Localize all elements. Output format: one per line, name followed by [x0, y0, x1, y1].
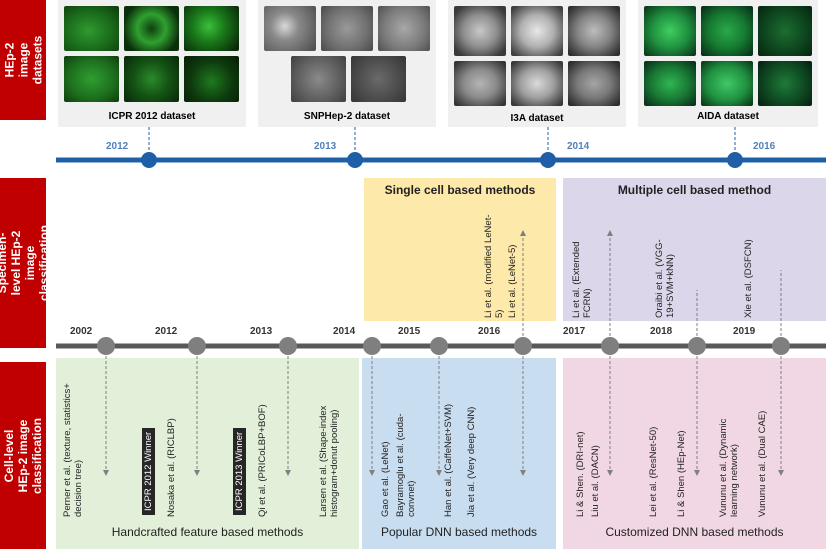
cell-image [291, 56, 346, 102]
mid-year-label: 2002 [70, 326, 93, 337]
cell-method-label: Gao et al. (LeNet) [380, 441, 391, 517]
mid-year-label: 2012 [155, 326, 178, 337]
cell-method-label: Qi et al. (PRICoLBP+BOF) [257, 404, 268, 517]
specimen-method-label: Xie et al. (DSFCN) [743, 239, 754, 318]
cell-image [264, 6, 316, 51]
mid-year-label: 2013 [250, 326, 273, 337]
popular-dnn-region: Popular DNN based methods [362, 358, 556, 549]
cell-method-label: Han et al. (CaffeNet+SVM) [443, 403, 454, 517]
cell-image [568, 6, 620, 56]
popular-dnn-title: Popular DNN based methods [380, 525, 538, 539]
top-timeline-node [540, 152, 556, 168]
cell-image [378, 6, 430, 51]
cell-image [184, 6, 239, 51]
top-year-label: 2013 [314, 141, 337, 152]
mid-year-label: 2018 [650, 326, 673, 337]
cell-image [454, 6, 506, 56]
customized-dnn-title: Customized DNN based methods [605, 525, 784, 539]
specimen-method-label: Li et al. (modified LeNet-5) [483, 214, 505, 319]
top-timeline-node [347, 152, 363, 168]
customized-dnn-region: Customized DNN based methods [563, 358, 826, 549]
specimen-method-label: Li et al. (Extended FCRN) [571, 241, 593, 318]
cell-method-label: Lei et al. (ResNet-50) [648, 426, 659, 517]
cell-image [64, 6, 119, 51]
dataset-label: SNPHep-2 dataset [303, 111, 391, 122]
cell-image [124, 56, 179, 102]
aida-dataset-box: AIDA dataset [638, 0, 818, 127]
multiple-cell-title: Multiple cell based method [617, 183, 772, 197]
cell-method-label: Perner et al. (texture, statistics+ deci… [62, 383, 84, 517]
dataset-label: AIDA dataset [697, 111, 759, 122]
mid-timeline-nodes [97, 337, 790, 355]
cell-method-label: Jia et al. (Very deep CNN) [466, 406, 477, 517]
cell-image [454, 61, 506, 106]
cell-image [644, 61, 696, 106]
cell-method-label: Vununu et al. (Dynamic learning network) [718, 418, 740, 517]
icpr2012-dataset-box: ICPR 2012 dataset [58, 0, 246, 127]
dataset-label: I3A dataset [510, 113, 564, 124]
specimen-method-label: Li et al. (LeNet-5) [507, 244, 518, 318]
cell-image [351, 56, 406, 102]
top-year-label: 2016 [753, 141, 776, 152]
cell-image [568, 61, 620, 106]
cell-image [701, 61, 753, 106]
multiple-cell-region: Multiple cell based method [563, 178, 826, 321]
cell-image [321, 6, 373, 51]
cell-image [124, 6, 179, 51]
cell-method-label: Larsen et al. (Shape-index histogram+don… [318, 405, 340, 517]
cell-image [701, 6, 753, 56]
cell-method-label: Nosaka et al. (RICLBP) [166, 418, 177, 517]
top-year-label: 2012 [106, 141, 129, 152]
cell-method-label: Li & Shen (HEp-Net) [676, 430, 687, 517]
cell-image [511, 61, 563, 106]
mid-year-label: 2016 [478, 326, 501, 337]
i3a-dataset-box: I3A dataset [448, 0, 626, 127]
icpr2013-winner-badge: ICPR 2013 Winner [233, 427, 246, 515]
dataset-label: ICPR 2012 dataset [108, 111, 196, 122]
top-year-label: 2014 [567, 141, 590, 152]
cell-image [64, 56, 119, 102]
mid-year-label: 2015 [398, 326, 421, 337]
handcrafted-title: Handcrafted feature based methods [111, 525, 304, 539]
cell-image [758, 61, 812, 106]
cell-method-label: Li & Shen. (DRI-net) [575, 431, 586, 517]
top-timeline-node [141, 152, 157, 168]
mid-year-label: 2017 [563, 326, 586, 337]
specimen-side-tab: Specimen-level HEp-2 image classificatio… [0, 178, 51, 348]
cell-method-label: Liu et al. (DACN) [590, 445, 601, 517]
cell-image [184, 56, 239, 102]
mid-year-label: 2014 [333, 326, 356, 337]
cell-image [644, 6, 696, 56]
specimen-method-label: Oraibi et al. (VGG-19+SVM+kNN) [654, 239, 676, 318]
cell-side-tab: Cell-level HEp-2 image classification [0, 362, 46, 549]
cell-image [758, 6, 812, 56]
single-cell-title: Single cell based methods [384, 183, 536, 197]
single-cell-region: Single cell based methods [364, 178, 556, 321]
top-timeline-node [727, 152, 743, 168]
icpr2012-winner-badge: ICPR 2012 Winner [142, 427, 155, 515]
mid-year-label: 2019 [733, 326, 756, 337]
cell-method-label: Vununu et al. (Dual CAE) [757, 410, 768, 517]
cell-image [511, 6, 563, 56]
cell-method-label: Bayramoglu et al. (cuda-convnet) [395, 413, 417, 518]
snphep2-dataset-box: SNPHep-2 dataset [258, 0, 436, 127]
datasets-side-tab: HEp-2 image datasets [0, 0, 46, 120]
